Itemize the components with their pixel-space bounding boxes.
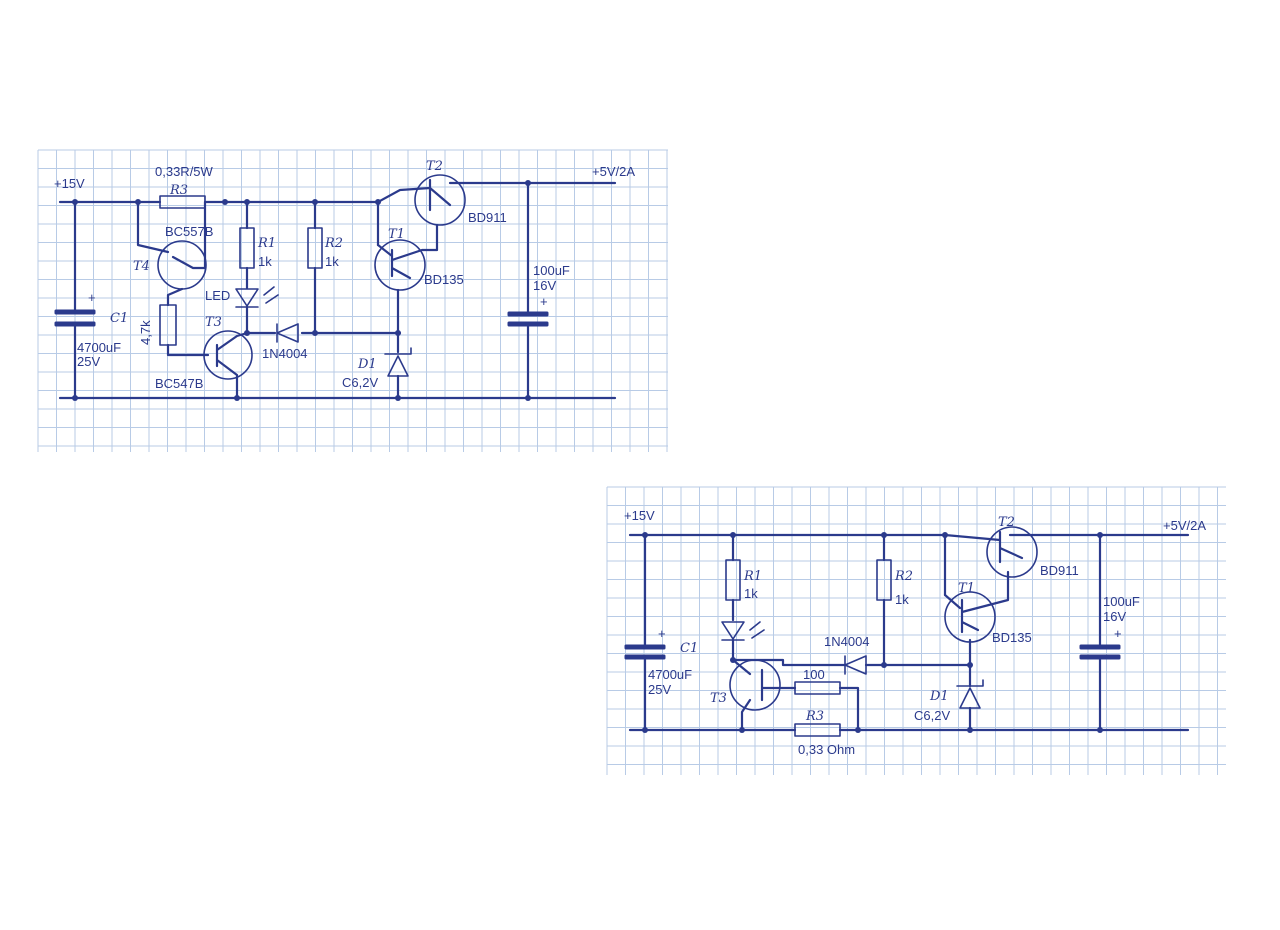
circuit-a-c1-value: 4700uF <box>77 340 121 355</box>
circuit-a-c2-plate <box>507 321 549 327</box>
circuit-b-zener-type: C6,2V <box>914 708 950 723</box>
circuit-a-t2-transistor <box>414 174 466 226</box>
circuit-a-t4-wires <box>136 200 207 307</box>
circuit-a-t1-ref: T1 <box>388 227 405 242</box>
circuit-a-r3-value: 0,33R/5W <box>155 164 214 179</box>
circuit-a-t4-transistor <box>157 240 207 290</box>
circuit-b-t1-wires <box>943 570 1010 634</box>
circuit-a-c2-voltage: 16V <box>533 278 556 293</box>
grid-paper-bottom-right <box>606 486 1226 775</box>
circuit-b-r1-value: 1k <box>744 586 758 601</box>
circuit-a-t3-ref: T3 <box>205 315 222 330</box>
circuit-b-c1-voltage: 25V <box>648 682 671 697</box>
circuit-b-vin-label: +15V <box>624 508 655 523</box>
circuit-a-diode-type: 1N4004 <box>262 346 308 361</box>
circuit-b-c2-plate <box>1079 644 1121 650</box>
circuit-b-c2-voltage: 16V <box>1103 609 1126 624</box>
circuit-b-t2-transistor <box>986 526 1038 578</box>
circuit-a-r4-value: 4,7k <box>138 320 153 345</box>
circuit-a-c2-plus: + <box>540 294 548 309</box>
circuit-b-zener-ref: D1 <box>929 689 949 704</box>
circuit-a-t2-type: BD911 <box>468 210 507 225</box>
circuit-a-t3-transistor <box>203 330 253 380</box>
circuit-b-t2-wires <box>943 530 1027 564</box>
circuit-b-diode-1n4004 <box>844 655 867 675</box>
circuit-a-c1-ref: C1 <box>110 311 128 326</box>
circuit-b-t1-transistor <box>944 591 996 643</box>
grid-paper-top-left <box>37 149 668 452</box>
circuit-a-zener-ref: D1 <box>357 357 377 372</box>
circuit-b-r2-value: 1k <box>895 592 909 607</box>
circuit-b-zener <box>956 679 984 709</box>
circuit-a-t3-type: BC547B <box>155 376 203 391</box>
circuit-b-top-rail <box>628 533 947 597</box>
circuit-a-c1-plate <box>54 309 96 315</box>
circuit-b-r2-ref: R2 <box>894 569 913 584</box>
circuit-b-r3-resistor <box>794 723 841 737</box>
circuit-a-led-label: LED <box>205 288 230 303</box>
circuit-b-c1-ref: C1 <box>680 641 698 656</box>
circuit-a-zener-type: C6,2V <box>342 375 378 390</box>
circuit-a-t2-wires <box>376 178 466 212</box>
circuit-a-t4-ref: T4 <box>133 259 150 274</box>
circuit-b-junctions <box>642 532 1103 733</box>
circuit-a-junctions <box>72 180 531 401</box>
circuit-b-c1-plate <box>624 644 666 650</box>
circuit-b-r1-ref: R1 <box>743 569 762 584</box>
circuit-a-r1-ref: R1 <box>257 236 276 251</box>
circuit-b-led <box>721 621 745 641</box>
circuit-a-t1-type: BD135 <box>424 272 464 287</box>
circuit-b-t1-ref: T1 <box>958 581 975 596</box>
circuit-b-c1-plus: + <box>658 626 666 641</box>
circuit-b-r1-resistor <box>725 559 741 601</box>
circuit-b-c1-value: 4700uF <box>648 667 692 682</box>
circuit-b-diode-type: 1N4004 <box>824 634 870 649</box>
circuit-a-t1-transistor <box>374 239 426 291</box>
circuit-a-c1-plate <box>54 321 96 327</box>
circuit-a-c2-plate <box>507 311 549 317</box>
circuit-b-r-base-value: 100 <box>803 667 825 682</box>
circuit-b-t3-wires <box>731 658 847 732</box>
circuit-a-r2-resistor <box>307 227 323 269</box>
circuit-a: + C1 4700uF 25V 0,33R/5W R3 BC557B T4 4,… <box>54 159 635 401</box>
circuit-a-c1-voltage: 25V <box>77 354 100 369</box>
circuit-a-diode-1n4004 <box>276 323 299 343</box>
circuit-a-t2-ref: T2 <box>426 159 443 174</box>
circuit-b-c2-value: 100uF <box>1103 594 1140 609</box>
circuit-a-r1-resistor <box>239 227 255 269</box>
circuit-b-r-base-wire <box>838 686 860 732</box>
circuit-a-t4-type: BC557B <box>165 224 213 239</box>
circuit-b-c1-plate <box>624 654 666 660</box>
circuit-a-c1-plus: + <box>88 290 96 305</box>
circuit-b-led-rays <box>749 621 765 639</box>
circuit-b-r3-ref: R3 <box>805 709 824 724</box>
circuit-a-zener <box>384 347 412 377</box>
circuit-a-t1-wires <box>376 223 439 280</box>
circuit-b-c2-plus: + <box>1114 626 1122 641</box>
circuit-b-t1-type: BD135 <box>992 630 1032 645</box>
circuit-a-r3-ref: R3 <box>169 183 188 198</box>
circuit-a-r1-value: 1k <box>258 254 272 269</box>
circuit-b-t3-ref: T3 <box>710 691 727 706</box>
circuit-b-c2-plate <box>1079 654 1121 660</box>
circuit-b-vout-label: +5V/2A <box>1163 518 1206 533</box>
circuit-b-r2-resistor <box>876 559 892 601</box>
circuit-b-t2-ref: T2 <box>998 515 1015 530</box>
circuit-a-led-rays <box>263 286 279 304</box>
circuit-b: + C1 4700uF 25V R1 1k T3 100 R3 0,33 Ohm… <box>624 508 1206 757</box>
circuit-a-r2-value: 1k <box>325 254 339 269</box>
circuit-a-r4-wires <box>166 343 210 357</box>
circuit-a-t3-wires <box>215 331 249 400</box>
circuit-a-vout-label: +5V/2A <box>592 164 635 179</box>
circuit-a-r2-ref: R2 <box>324 236 343 251</box>
circuit-b-r3-value: 0,33 Ohm <box>798 742 855 757</box>
circuit-b-r-base-resistor <box>794 681 841 695</box>
circuit-b-t2-type: BD911 <box>1040 563 1079 578</box>
circuit-a-vin-label: +15V <box>54 176 85 191</box>
circuit-a-c2-value: 100uF <box>533 263 570 278</box>
